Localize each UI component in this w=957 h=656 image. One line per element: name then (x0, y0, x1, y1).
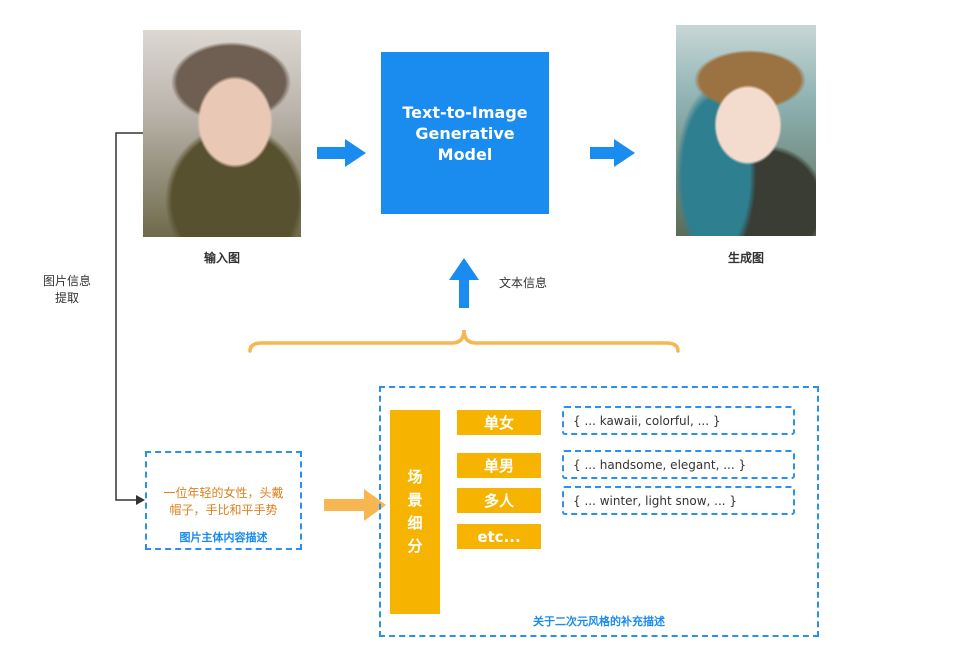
category-single-female: 单女 (457, 410, 541, 435)
input-to-model-arrow (317, 139, 366, 167)
style-description-box: 关于二次元风格的补充描述 (379, 386, 819, 637)
scene-subdivision-label: 场景细分 (407, 468, 423, 555)
subject-description-box: 一位年轻的女性，头戴 帽子，手比和平手势 图片主体内容描述 (145, 451, 302, 550)
category-etc: etc... (457, 524, 541, 549)
category-single-male: 单男 (457, 453, 541, 478)
generative-model-box: Text-to-Image Generative Model (381, 52, 549, 214)
text-info-label: 文本信息 (498, 276, 547, 290)
subject-description-text: 一位年轻的女性，头戴 帽子，手比和平手势 (163, 486, 284, 517)
category-multiple-people: 多人 (457, 488, 541, 513)
model-to-output-arrow (590, 139, 635, 167)
input-photo (143, 30, 301, 237)
text-info-up-arrow (449, 258, 479, 308)
extract-connector-arrowhead (136, 495, 145, 505)
subject-description-title: 图片主体内容描述 (179, 531, 268, 544)
extract-label: 图片信息 提取 (42, 274, 91, 305)
input-caption: 输入图 (203, 251, 240, 265)
style-description-title: 关于二次元风格的补充描述 (533, 615, 665, 628)
output-caption: 生成图 (727, 251, 764, 265)
curly-brace (248, 329, 680, 353)
extract-connector-line (115, 132, 143, 501)
scene-subdivision-bar: 场景细分 (390, 410, 440, 614)
tag-box-multiple-people: { ... winter, light snow, ... } (562, 486, 795, 515)
tag-box-single-female: { ... kawaii, colorful, ... } (562, 406, 795, 435)
tag-box-single-male: { ... handsome, elegant, ... } (562, 450, 795, 479)
model-label: Text-to-Image Generative Model (402, 102, 528, 164)
output-anime-image (676, 25, 816, 236)
description-to-style-arrow (324, 489, 386, 521)
